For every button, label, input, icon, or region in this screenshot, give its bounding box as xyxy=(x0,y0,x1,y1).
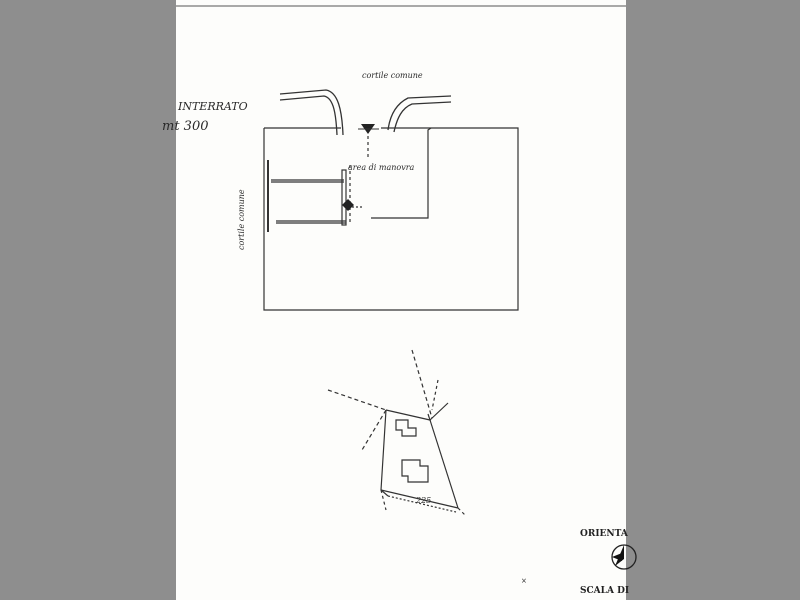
lot-boundary-right xyxy=(429,419,459,509)
building-footprint-small xyxy=(395,419,417,437)
orientation-label: ORIENTA xyxy=(580,529,629,539)
compass-rose-icon xyxy=(611,544,637,570)
left-courtyard-label: cortile comune xyxy=(237,189,246,250)
lot-boundary-left xyxy=(380,409,387,491)
lot-boundary-bottom xyxy=(380,489,459,509)
garage-door-frame xyxy=(341,169,347,226)
svg-text:×: × xyxy=(521,577,527,585)
basement-plan xyxy=(263,127,519,311)
level-label: INTERRATO xyxy=(177,100,248,113)
maneuver-arrow-icon xyxy=(342,199,354,211)
floor-plan-drawing: INTERRATO mt 300 cortile comune area di … xyxy=(162,5,637,596)
drawing-sheet: INTERRATO mt 300 cortile comune area di … xyxy=(162,0,637,600)
site-plan xyxy=(327,349,467,517)
maneuver-area-boundary xyxy=(371,127,432,219)
height-label: mt 300 xyxy=(162,119,209,134)
top-courtyard-label: cortile comune xyxy=(362,71,423,80)
dimension-label: 225 xyxy=(415,496,431,505)
entrance-ramp xyxy=(279,89,452,136)
lot-boundary-top xyxy=(385,409,431,421)
maneuver-area-label: area di manovra xyxy=(348,163,415,172)
plan-outline xyxy=(263,127,519,311)
scale-label: SCALA DI xyxy=(580,586,629,596)
building-footprint-large xyxy=(401,459,429,483)
